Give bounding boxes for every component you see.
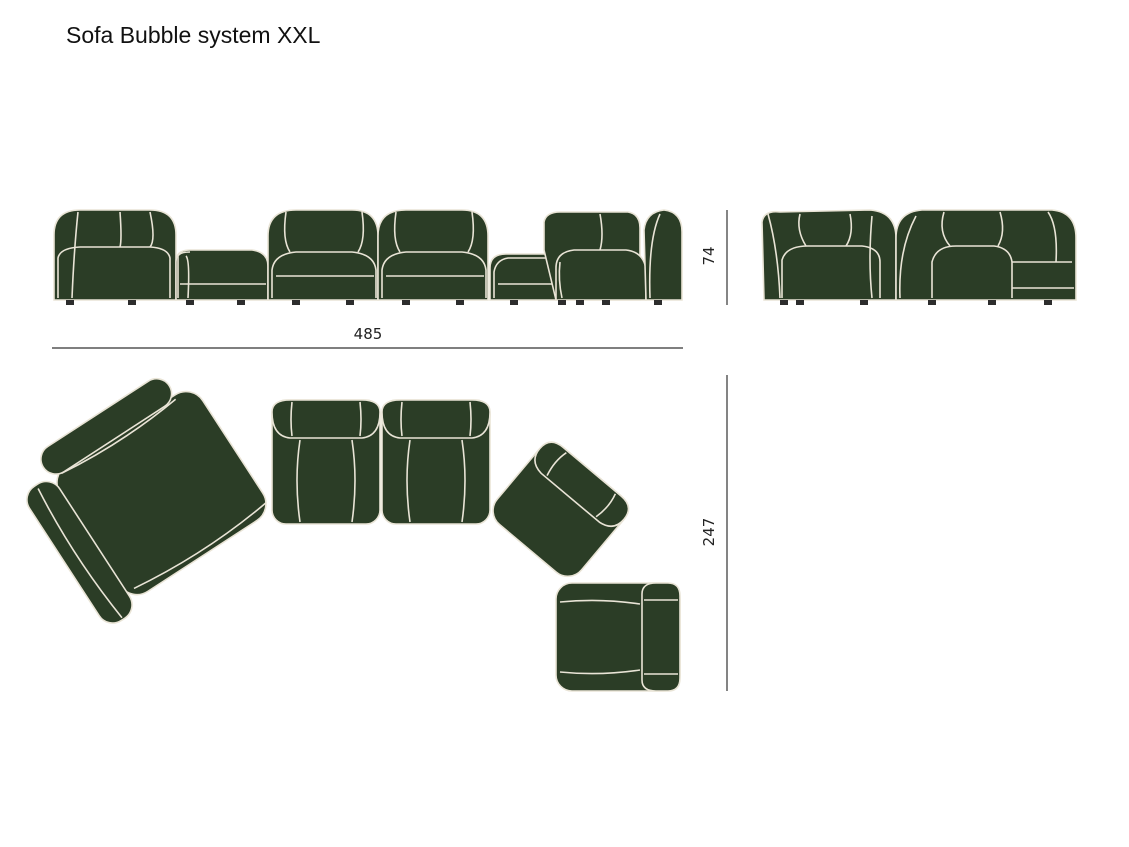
front-legs [66, 300, 662, 305]
side-elevation [761, 209, 1077, 305]
front-module-corner-left [53, 209, 177, 301]
front-elevation [53, 209, 683, 305]
depth-dimension: 247 [700, 375, 728, 691]
front-module-corner-right [543, 209, 683, 301]
front-module-seat-1 [175, 249, 269, 301]
front-module-chair-1 [267, 209, 379, 301]
height-dimension-label: 74 [700, 246, 718, 265]
width-dimension-label: 485 [354, 325, 383, 343]
height-dimension: 74 [700, 210, 728, 305]
plan-module-seat-rotated [492, 441, 630, 578]
plan-module-corner-left [26, 377, 267, 624]
front-module-chair-2 [377, 209, 489, 301]
depth-dimension-label: 247 [700, 518, 718, 547]
plan-module-chair-2 [381, 399, 491, 525]
plan-module-end-chair [555, 582, 681, 692]
plan-view [26, 377, 681, 692]
drawing-title: Sofa Bubble system XXL [66, 22, 321, 48]
width-dimension: 485 [52, 325, 683, 349]
plan-module-chair-1 [271, 399, 381, 525]
